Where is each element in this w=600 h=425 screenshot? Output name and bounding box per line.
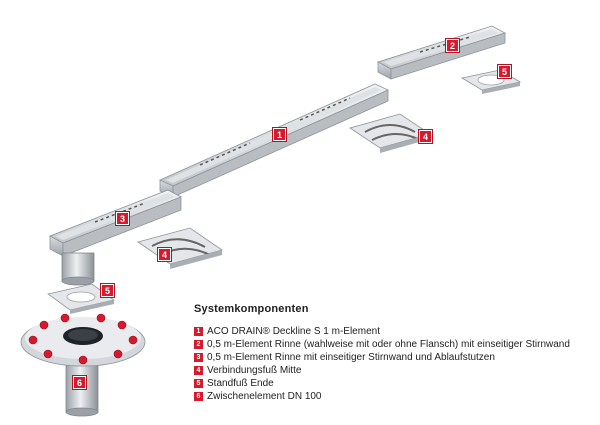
channel-outlet-element-3 xyxy=(49,189,182,286)
marker-1: 1 xyxy=(273,128,286,141)
middle-foot-4-right xyxy=(349,113,431,153)
marker-2: 2 xyxy=(446,39,459,52)
middle-foot-4-left xyxy=(137,227,223,269)
marker-4-left: 4 xyxy=(158,248,171,261)
legend-item: 4 Verbindungsfuß Mitte xyxy=(194,364,594,376)
legend-badge: 3 xyxy=(194,352,203,362)
end-foot-5-bottom xyxy=(47,283,115,314)
legend-text: Standfuß Ende xyxy=(207,377,274,389)
legend-item: 2 0,5 m-Element Rinne (wahlweise mit ode… xyxy=(194,338,594,350)
marker-5-bottom: 5 xyxy=(101,284,114,297)
marker-5-top: 5 xyxy=(498,65,511,78)
marker-3: 3 xyxy=(116,212,129,225)
legend-badge: 5 xyxy=(194,378,203,388)
legend-text: ACO DRAIN® Deckline S 1 m-Element xyxy=(207,325,380,337)
legend-item: 5 Standfuß Ende xyxy=(194,377,594,389)
legend-text: 0,5 m-Element Rinne (wahlweise mit oder … xyxy=(207,338,570,350)
marker-4-right: 4 xyxy=(419,130,432,143)
marker-6: 6 xyxy=(73,376,86,389)
legend-text: Verbindungsfuß Mitte xyxy=(207,364,302,376)
legend-text: Zwischenelement DN 100 xyxy=(207,390,322,402)
legend-title: Systemkomponenten xyxy=(194,303,309,315)
end-foot-5-top xyxy=(460,69,522,94)
legend-item: 6 Zwischenelement DN 100 xyxy=(194,390,594,402)
legend-item: 3 0,5 m-Element Rinne mit einseitiger St… xyxy=(194,351,594,363)
legend-badge: 1 xyxy=(194,326,203,336)
legend-badge: 4 xyxy=(194,365,203,375)
legend-text: 0,5 m-Element Rinne mit einseitiger Stir… xyxy=(207,351,495,363)
system-components-legend: Systemkomponenten 1 ACO DRAIN® Deckline … xyxy=(194,303,594,403)
legend-badge: 2 xyxy=(194,339,203,349)
intermediate-element-6 xyxy=(20,313,146,417)
channel-short-element-2 xyxy=(376,25,507,80)
legend-badge: 6 xyxy=(194,391,203,401)
legend-item: 1 ACO DRAIN® Deckline S 1 m-Element xyxy=(194,325,594,337)
flange-bolts xyxy=(28,313,138,365)
